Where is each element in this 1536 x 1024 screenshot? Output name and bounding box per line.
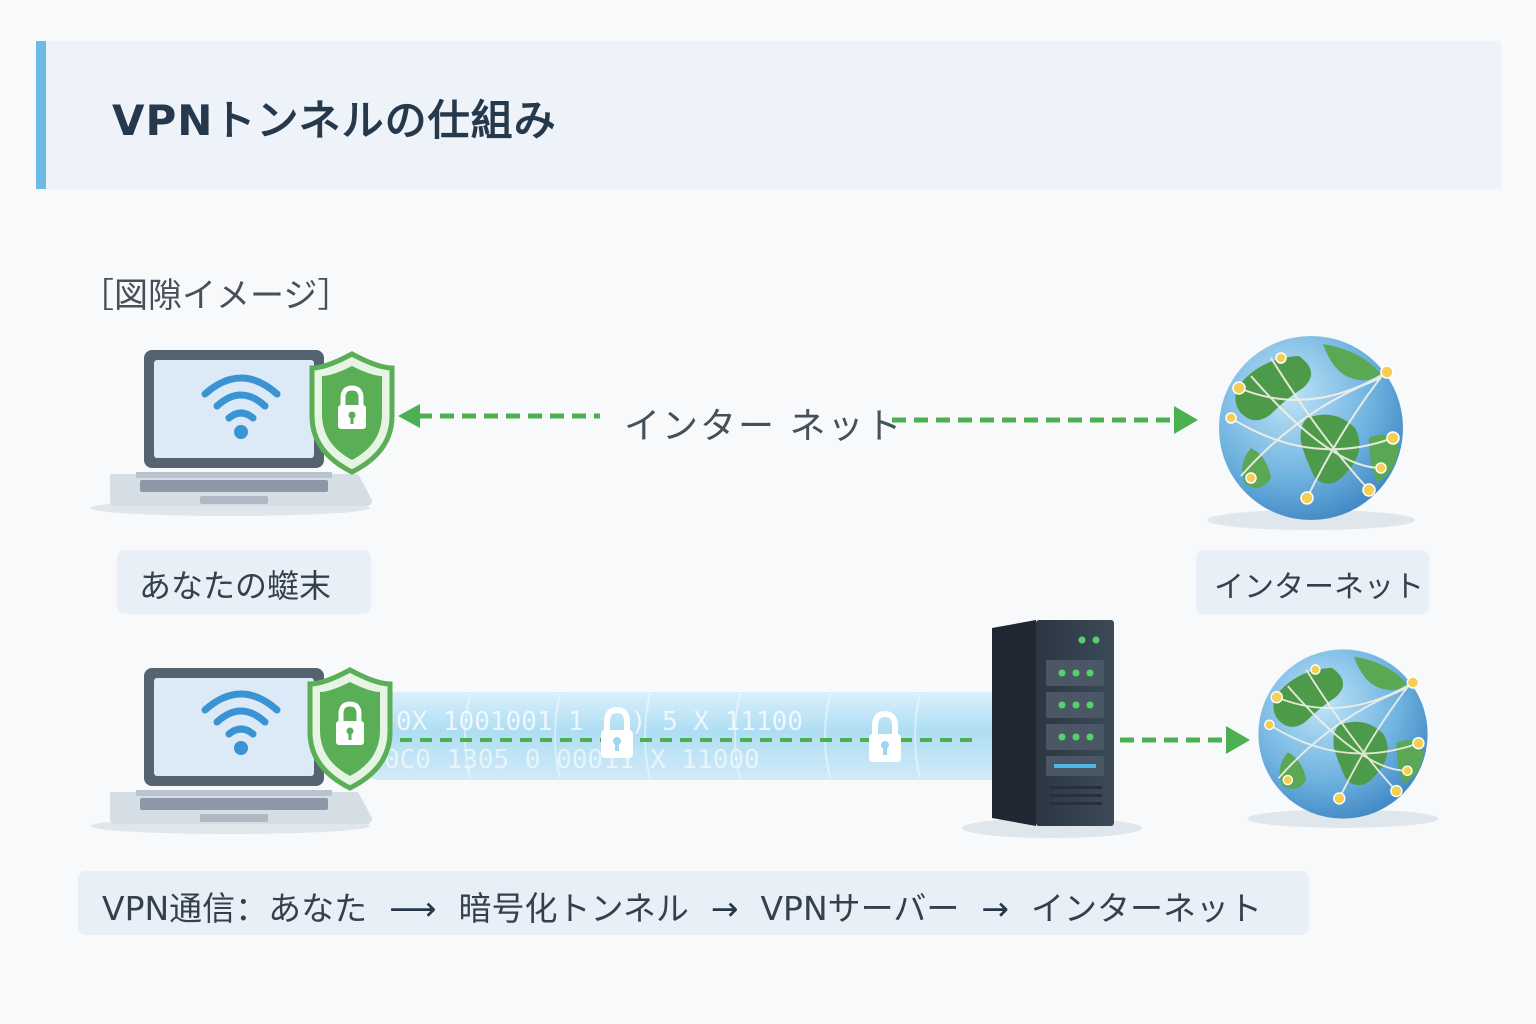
flow-caption: VPN通信：あなた ⟶ 暗号化トンネル → VPNサーバー → インターネット [78,871,1309,935]
server-to-internet-arrow [1120,726,1250,754]
flow-step-server: VPNサーバー [760,889,960,928]
globe-icon [1206,335,1416,531]
globe-icon [1246,648,1440,829]
section-label: ［図隙イメージ］ [80,276,352,316]
flow-arrow: ⟶ [389,889,437,928]
internet-link-arrow-left [398,404,600,428]
flow-arrow: → [710,889,739,928]
vpn-server-icon [962,620,1142,838]
shield-lock-icon [312,354,392,472]
flow-arrow: → [981,889,1009,928]
device-label: あなたの䗴末 [117,550,371,614]
tunnel-data-row-1: 0X 1001001 1 ( ) 5 X 11100 [396,707,803,737]
internet-link-arrow-right [892,406,1198,434]
tunnel-data-row-2: 0C0 1305 0 00011 X 11000 [384,745,760,775]
flow-step-tunnel: 暗号化トンネル [458,889,689,928]
flow-step-you: VPN通信：あなた [102,889,368,928]
internet-link-label: インター ネット [624,406,904,447]
internet-label: インターネット [1196,550,1429,614]
shield-lock-icon [310,670,390,788]
page-title: VPNトンネルの仕組み [112,96,557,145]
encrypted-tunnel: 0X 1001001 1 ( ) 5 X 11100 0C0 1305 0 00… [360,692,1022,780]
flow-step-internet: インターネット [1030,889,1262,928]
title-banner: VPNトンネルの仕組み [36,41,1501,189]
